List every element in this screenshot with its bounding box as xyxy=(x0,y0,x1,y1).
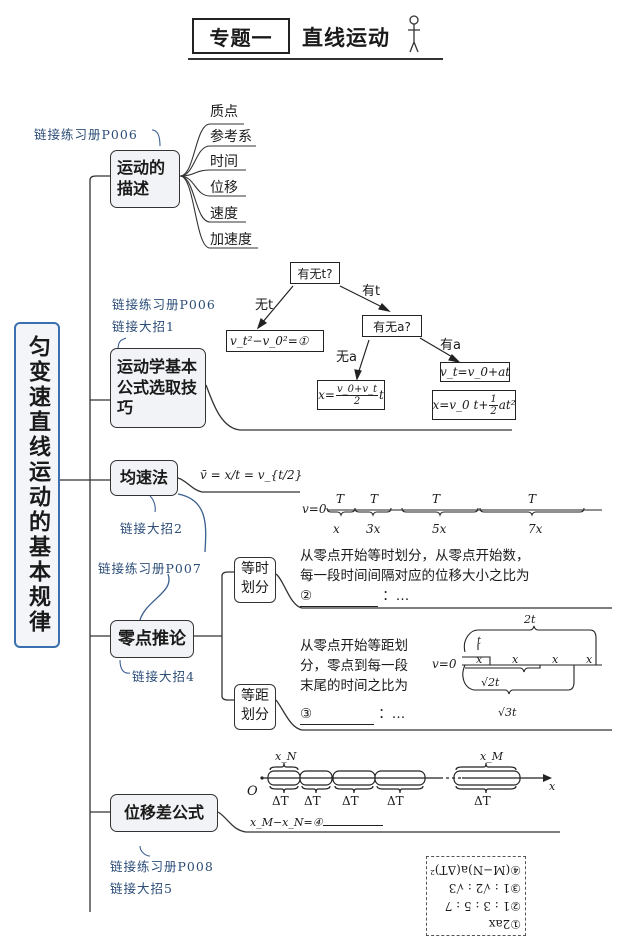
label-seg-4: x xyxy=(586,653,593,666)
label-time-sqrt2t: √2t xyxy=(481,676,500,689)
node-average-velocity[interactable]: 均速法 xyxy=(110,460,178,496)
link-trick-4[interactable]: 链接大招4 xyxy=(132,669,195,684)
label-v0-distance: v=0 xyxy=(432,657,457,671)
link-workbook-p006[interactable]: 链接练习册P006 xyxy=(34,127,138,142)
answer-1: ①2ax xyxy=(488,917,521,931)
text-line: 分，零点到每一段 xyxy=(300,658,408,674)
leaf-reference-frame: 参考系 xyxy=(210,129,252,145)
label-interval: ΔT xyxy=(304,794,321,808)
blank-2[interactable]: ② xyxy=(300,586,378,607)
label-no-a: 无a xyxy=(336,350,357,365)
link-trick-1[interactable]: 链接大招1 xyxy=(112,319,175,334)
text-line: 从零点开始等距划 xyxy=(300,638,408,654)
label-interval: ΔT xyxy=(272,794,289,808)
label-period-3: T xyxy=(432,492,441,506)
leaf-time: 时间 xyxy=(210,154,238,170)
root-node[interactable]: 匀变速直线运动的基本规律 xyxy=(14,322,60,648)
label-origin: O xyxy=(247,784,258,799)
label-has-a: 有a xyxy=(440,338,461,353)
label-disp-4: 7x xyxy=(528,522,543,536)
blank-4[interactable] xyxy=(322,825,383,826)
numerator: 1 xyxy=(489,393,498,406)
formula-rhs: at² xyxy=(498,398,516,412)
answer-key: ①2ax ②1 : 3 : 5 : 7 ③1 : √2 : √3 ④(M−N)a… xyxy=(426,856,526,936)
leaf-displacement: 位移 xyxy=(210,180,238,196)
topic-label: 专题一 xyxy=(192,18,290,54)
answer-4: ④(M−N)a(ΔT)² xyxy=(430,863,521,877)
label-seg-3: x xyxy=(552,653,559,666)
label-disp-2: 3x xyxy=(366,522,381,536)
answer-line: ③ ：… xyxy=(300,704,408,725)
leaf-particle: 质点 xyxy=(210,104,238,120)
label-xn: x_N xyxy=(275,750,297,763)
equal-distance-text: 从零点开始等距划 分，零点到每一段 末尾的时间之比为 ③ ：… xyxy=(300,636,408,725)
formula-lhs: x=v_0 t+ xyxy=(432,398,489,412)
text-line: 每一段时间间隔对应的位移大小之比为 xyxy=(300,568,530,584)
label-time-t: t xyxy=(477,636,482,647)
text-line: 从零点开始等时划分，从零点开始数， xyxy=(300,548,530,564)
label-interval: ΔT xyxy=(474,794,491,808)
answer-line: ② ：… xyxy=(300,586,530,607)
answer-2: ②1 : 3 : 5 : 7 xyxy=(444,899,521,913)
leaf-acceleration: 加速度 xyxy=(210,232,252,248)
ratio-tail: ：… xyxy=(378,706,406,722)
question-has-a: 有无a? xyxy=(362,315,422,337)
ratio-tail: ：… xyxy=(382,588,410,604)
formula-no-t: v_t²−v_0²=① xyxy=(226,330,324,352)
node-equal-time[interactable]: 等时划分 xyxy=(234,557,276,603)
label-x-axis: x xyxy=(549,780,556,793)
link-workbook-p007[interactable]: 链接练习册P007 xyxy=(98,561,202,576)
label-disp-1: x xyxy=(333,522,340,536)
link-workbook-p006-2[interactable]: 链接练习册P006 xyxy=(112,297,216,312)
label-disp-3: 5x xyxy=(432,522,447,536)
formula-no-a-lhs: x= xyxy=(318,388,335,402)
label-seg-1: x xyxy=(476,653,483,666)
label-no-t: 无t xyxy=(255,298,274,313)
node-displacement-difference[interactable]: 位移差公式 xyxy=(110,794,218,832)
formula-no-a-rhs: t xyxy=(379,388,384,402)
link-trick-2[interactable]: 链接大招2 xyxy=(120,521,183,536)
label-period-2: T xyxy=(370,492,379,506)
athlete-figure-icon xyxy=(406,12,434,58)
blank-3[interactable]: ③ xyxy=(300,704,374,725)
node-formula-selection[interactable]: 运动学基本公式选取技巧 xyxy=(110,348,206,428)
title-divider xyxy=(188,58,443,60)
node-motion-description[interactable]: 运动的描述 xyxy=(110,150,180,208)
equal-time-text: 从零点开始等时划分，从零点开始数， 每一段时间间隔对应的位移大小之比为 ② ：… xyxy=(300,546,530,607)
formula-average-velocity: v̄ = x/t = v_{t/2} xyxy=(200,468,303,482)
question-has-t: 有无t? xyxy=(290,262,340,284)
label-seg-2: x xyxy=(512,653,519,666)
label-interval: ΔT xyxy=(342,794,359,808)
label-xm: x_M xyxy=(480,750,503,763)
link-workbook-p008[interactable]: 链接练习册P008 xyxy=(110,859,214,874)
text-line: 末尾的时间之比为 xyxy=(300,678,408,694)
denominator: 2 xyxy=(490,405,497,417)
label-period-4: T xyxy=(528,492,537,506)
link-trick-5[interactable]: 链接大招5 xyxy=(110,881,173,896)
leaf-velocity: 速度 xyxy=(210,206,238,222)
label-has-t: 有t xyxy=(362,284,381,299)
label-v0-time: v=0 xyxy=(302,502,327,516)
denominator: 2 xyxy=(353,395,361,407)
page-title: 直线运动 xyxy=(302,26,390,50)
label-time-sqrt3t: √3t xyxy=(498,706,517,719)
formula-displacement-difference: x_M−x_N=④ xyxy=(250,816,383,829)
label-time-2t: 2t xyxy=(524,613,536,626)
label-interval: ΔT xyxy=(387,794,404,808)
numerator: v_0+v_t xyxy=(335,383,379,396)
formula-velocity-time: v_t=v_0+at xyxy=(440,362,510,382)
node-equal-distance[interactable]: 等距划分 xyxy=(234,684,276,730)
answer-3: ③1 : √2 : √3 xyxy=(448,881,521,895)
label-period-1: T xyxy=(336,492,345,506)
formula-text: x_M−x_N=④ xyxy=(250,816,323,829)
node-zero-point[interactable]: 零点推论 xyxy=(110,620,194,658)
